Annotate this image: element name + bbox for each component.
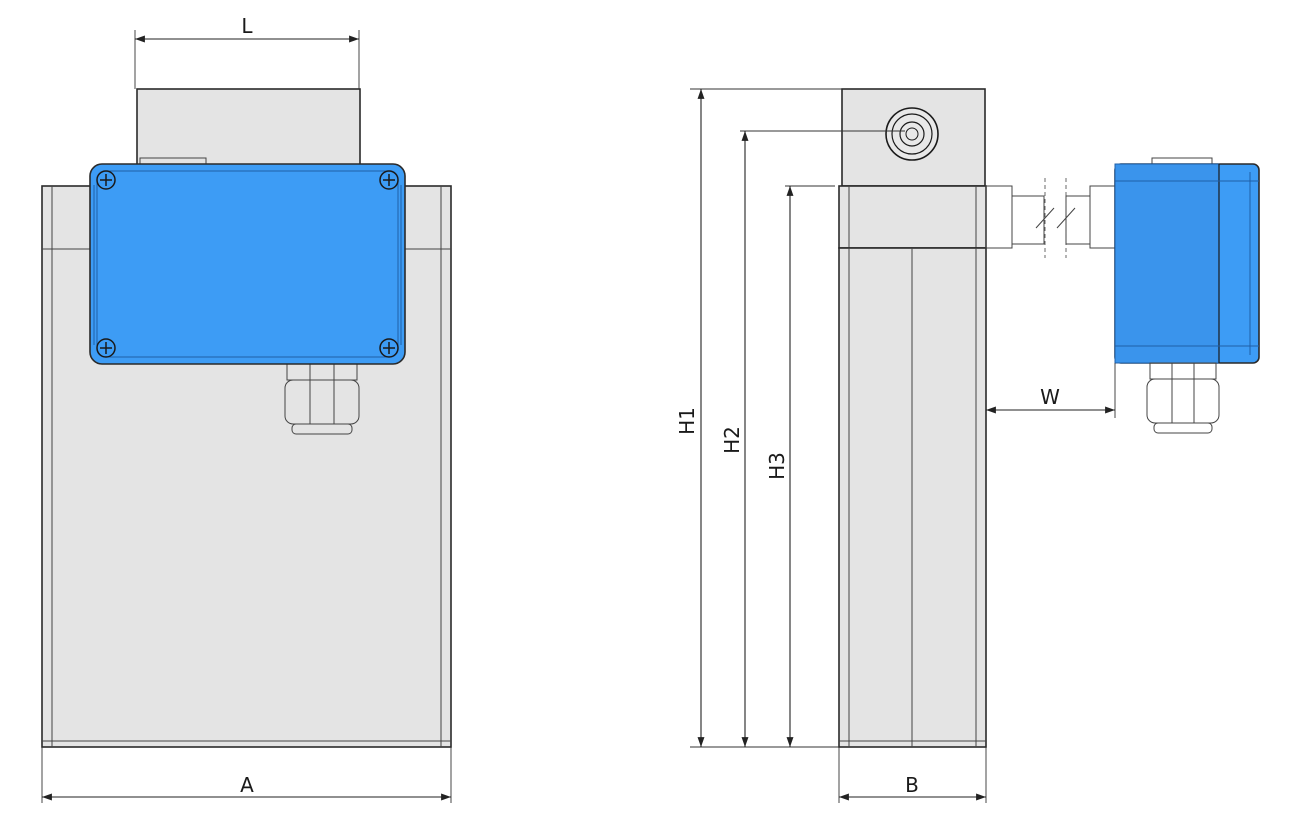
dimension-label-L: L <box>241 14 253 38</box>
side-connector <box>985 178 1116 258</box>
dimension-label-H3: H3 <box>765 452 789 480</box>
screw-icon <box>379 338 399 358</box>
side-view: H1 H2 H3 W B <box>675 88 1260 803</box>
dimension-label-B: B <box>905 773 919 797</box>
dimension-label-H1: H1 <box>675 407 699 435</box>
front-enclosure <box>89 157 406 365</box>
dimension-A: A <box>41 747 452 803</box>
dimension-label-W: W <box>1040 385 1060 409</box>
dimension-L: L <box>134 14 360 89</box>
side-top-block <box>841 88 986 187</box>
dimension-H3: H3 <box>765 185 835 747</box>
dimension-W: W <box>986 363 1116 418</box>
dimension-H2: H2 <box>720 130 905 747</box>
dimension-H1: H1 <box>675 88 842 748</box>
side-cable-gland <box>1146 362 1220 434</box>
front-neck <box>136 88 361 172</box>
bolt-icon <box>885 107 939 161</box>
side-band <box>838 185 987 249</box>
front-cable-gland <box>284 361 360 435</box>
dimension-label-A: A <box>240 773 254 797</box>
dimension-label-H2: H2 <box>720 426 744 454</box>
dimension-B: B <box>838 747 987 803</box>
screw-icon <box>96 338 116 358</box>
front-view: L A <box>41 14 452 803</box>
screw-icon <box>379 170 399 190</box>
screw-icon <box>96 170 116 190</box>
side-enclosure <box>1114 157 1260 364</box>
